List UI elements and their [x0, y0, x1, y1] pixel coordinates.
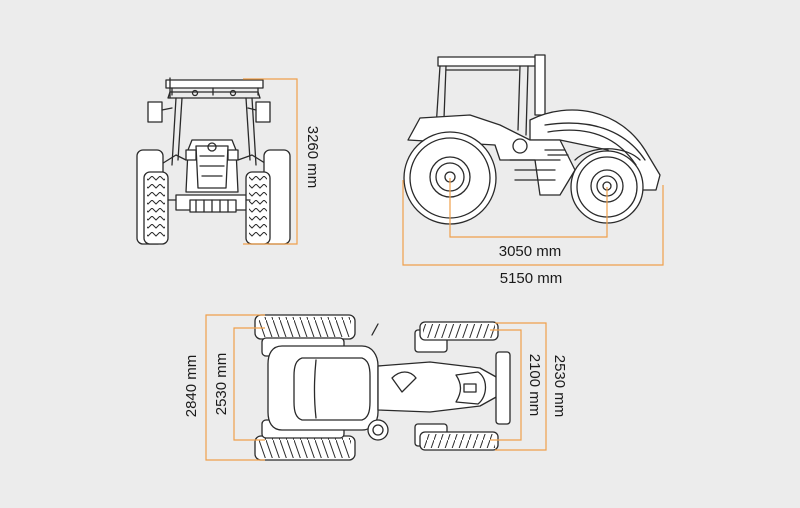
front-height-label: 3260 mm — [304, 126, 321, 189]
top-view-tractor — [254, 314, 511, 461]
wheelbase-label: 3050 mm — [499, 243, 562, 260]
side-dimensions — [402, 178, 664, 266]
top-dimensions — [205, 314, 547, 461]
front-outer-width-label: 2530 mm — [551, 355, 568, 418]
front-track-label: 2100 mm — [526, 354, 543, 417]
side-view-tractor — [403, 54, 661, 225]
front-height-dimension — [243, 78, 298, 245]
front-view-tractor — [136, 77, 291, 245]
length-label: 5150 mm — [500, 270, 563, 287]
rear-track-label: 2530 mm — [213, 353, 230, 416]
rear-outer-width-label: 2840 mm — [183, 355, 200, 418]
